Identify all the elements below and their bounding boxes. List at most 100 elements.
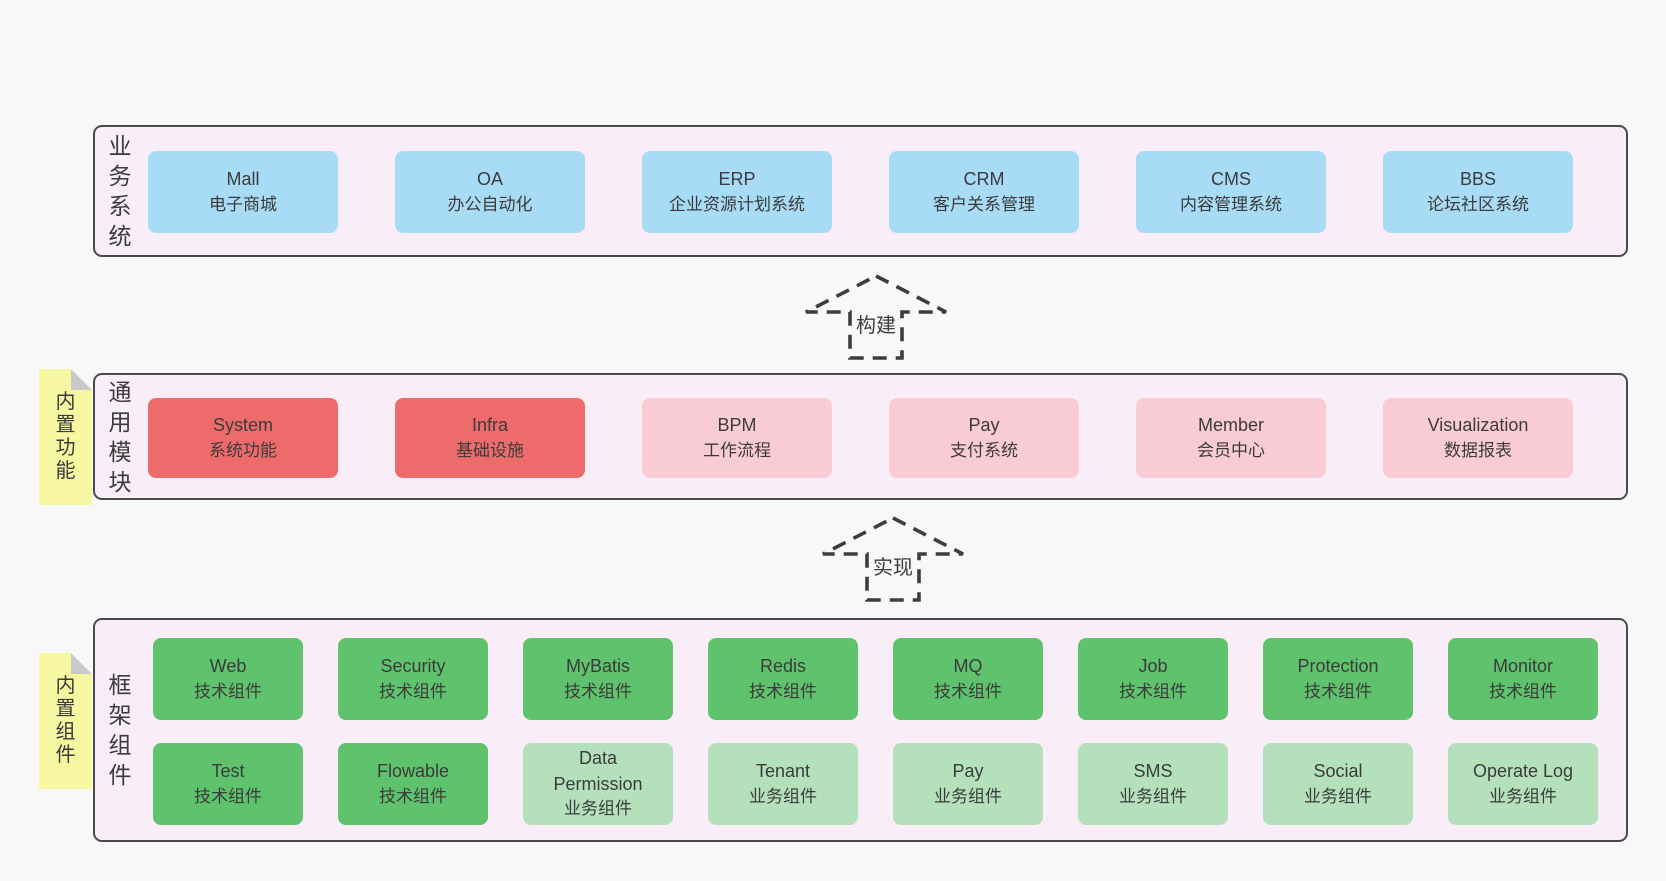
- box-sms: SMS 业务组件: [1078, 743, 1228, 825]
- box-subtitle: 技术组件: [1489, 681, 1557, 701]
- box-job: Job 技术组件: [1078, 638, 1228, 720]
- box-title: System: [212, 415, 273, 436]
- box-flowable: Flowable 技术组件: [338, 743, 488, 825]
- box-monitor: Monitor 技术组件: [1448, 638, 1598, 720]
- box-redis: Redis 技术组件: [708, 638, 858, 720]
- box-subtitle: 技术组件: [194, 681, 262, 701]
- box-subtitle: 技术组件: [564, 681, 632, 701]
- layer-label-framework-components: 框架组件: [108, 672, 132, 788]
- layer-label-business-systems: 业务系统: [108, 133, 132, 249]
- framework-row-2: Test 技术组件 Flowable 技术组件 Data Permission …: [153, 743, 1598, 825]
- box-subtitle: 数据报表: [1444, 440, 1512, 460]
- layer-framework-components: 框架组件 Web 技术组件 Security 技术组件 MyBatis 技术组件…: [93, 618, 1628, 842]
- box-title: Monitor: [1492, 656, 1554, 677]
- arrow-build-label: 构建: [856, 314, 896, 337]
- box-tenant: Tenant 业务组件: [708, 743, 858, 825]
- box-subtitle: 客户关系管理: [933, 194, 1035, 214]
- box-cms: CMS 内容管理系统: [1136, 151, 1326, 233]
- box-title: CMS: [1211, 169, 1251, 190]
- box-security: Security 技术组件: [338, 638, 488, 720]
- box-title: Redis: [759, 656, 807, 677]
- box-title: Flowable: [376, 761, 450, 782]
- box-infra: Infra 基础设施: [395, 398, 585, 478]
- sticky-note-builtin-features: 内置功能: [39, 369, 92, 505]
- box-bpm: BPM 工作流程: [642, 398, 832, 478]
- box-bbs: BBS 论坛社区系统: [1383, 151, 1573, 233]
- box-subtitle: 业务组件: [934, 786, 1002, 806]
- box-erp: ERP 企业资源计划系统: [642, 151, 832, 233]
- box-title: Test: [211, 761, 245, 782]
- box-data-permission: Data Permission 业务组件: [523, 743, 673, 825]
- box-subtitle: 基础设施: [456, 440, 524, 460]
- box-subtitle: 业务组件: [1489, 786, 1557, 806]
- box-pay-module: Pay 支付系统: [889, 398, 1079, 478]
- box-subtitle: 企业资源计划系统: [669, 194, 805, 214]
- box-subtitle: 技术组件: [194, 786, 262, 806]
- box-subtitle: 业务组件: [1119, 786, 1187, 806]
- box-operate-log: Operate Log 业务组件: [1448, 743, 1598, 825]
- box-title: Mall: [226, 169, 260, 190]
- box-crm: CRM 客户关系管理: [889, 151, 1079, 233]
- box-web: Web 技术组件: [153, 638, 303, 720]
- arrow-implement-label: 实现: [873, 556, 913, 579]
- arrow-implement-icon: 实现: [821, 515, 965, 602]
- box-visualization: Visualization 数据报表: [1383, 398, 1573, 478]
- box-subtitle: 技术组件: [1119, 681, 1187, 701]
- modules-boxes-row: System 系统功能 Infra 基础设施 BPM 工作流程 Pay 支付系统…: [148, 398, 1573, 478]
- box-title: Security: [380, 656, 446, 677]
- box-subtitle: 论坛社区系统: [1427, 194, 1529, 214]
- framework-row-1: Web 技术组件 Security 技术组件 MyBatis 技术组件 Redi…: [153, 638, 1598, 720]
- box-title: MyBatis: [565, 656, 630, 677]
- sticky-note-builtin-components: 内置组件: [39, 653, 92, 789]
- box-title: BBS: [1459, 169, 1497, 190]
- box-subtitle: 业务组件: [749, 786, 817, 806]
- box-title: Job: [1138, 656, 1168, 677]
- box-subtitle: 技术组件: [1304, 681, 1372, 701]
- box-subtitle: 业务组件: [1304, 786, 1372, 806]
- box-oa: OA 办公自动化: [395, 151, 585, 233]
- box-title: ERP: [718, 169, 756, 190]
- box-subtitle: 技术组件: [379, 681, 447, 701]
- box-title: BPM: [717, 415, 757, 436]
- box-title: Pay: [968, 415, 1000, 436]
- box-title: Pay: [952, 761, 984, 782]
- note-label: 内置组件: [55, 675, 76, 766]
- box-test: Test 技术组件: [153, 743, 303, 825]
- box-subtitle: 技术组件: [749, 681, 817, 701]
- box-title: OA: [476, 169, 503, 190]
- box-title: Visualization: [1427, 415, 1529, 436]
- note-label: 内置功能: [55, 391, 76, 482]
- box-title: Operate Log: [1472, 761, 1574, 782]
- box-subtitle: 电子商城: [209, 194, 277, 214]
- box-title: SMS: [1133, 761, 1173, 782]
- box-system: System 系统功能: [148, 398, 338, 478]
- layer-label-common-modules: 通用模块: [108, 378, 132, 495]
- layer-business-systems: 业务系统 Mall 电子商城 OA 办公自动化 ERP 企业资源计划系统 CRM…: [93, 125, 1628, 257]
- box-subtitle: 系统功能: [209, 440, 277, 460]
- box-title: Member: [1197, 415, 1264, 436]
- box-subtitle: 工作流程: [703, 440, 771, 460]
- box-title: CRM: [963, 169, 1005, 190]
- box-subtitle: 技术组件: [934, 681, 1002, 701]
- box-subtitle: 技术组件: [379, 786, 447, 806]
- box-subtitle: 会员中心: [1197, 440, 1265, 460]
- box-mybatis: MyBatis 技术组件: [523, 638, 673, 720]
- box-title: Social: [1313, 761, 1363, 782]
- box-subtitle: 内容管理系统: [1180, 194, 1282, 214]
- box-title: Protection: [1297, 656, 1379, 677]
- box-title: Tenant: [755, 761, 811, 782]
- box-member: Member 会员中心: [1136, 398, 1326, 478]
- box-mall: Mall 电子商城: [148, 151, 338, 233]
- layer-common-modules: 通用模块 System 系统功能 Infra 基础设施 BPM 工作流程 Pay…: [93, 373, 1628, 500]
- box-social: Social 业务组件: [1263, 743, 1413, 825]
- box-title: Web: [209, 656, 247, 677]
- box-pay-component: Pay 业务组件: [893, 743, 1043, 825]
- box-subtitle: 办公自动化: [447, 194, 533, 214]
- box-title: Data Permission: [553, 748, 643, 794]
- box-protection: Protection 技术组件: [1263, 638, 1413, 720]
- box-mq: MQ 技术组件: [893, 638, 1043, 720]
- box-title: MQ: [953, 656, 983, 677]
- arrow-build-icon: 构建: [804, 273, 948, 360]
- box-subtitle: 业务组件: [564, 799, 632, 819]
